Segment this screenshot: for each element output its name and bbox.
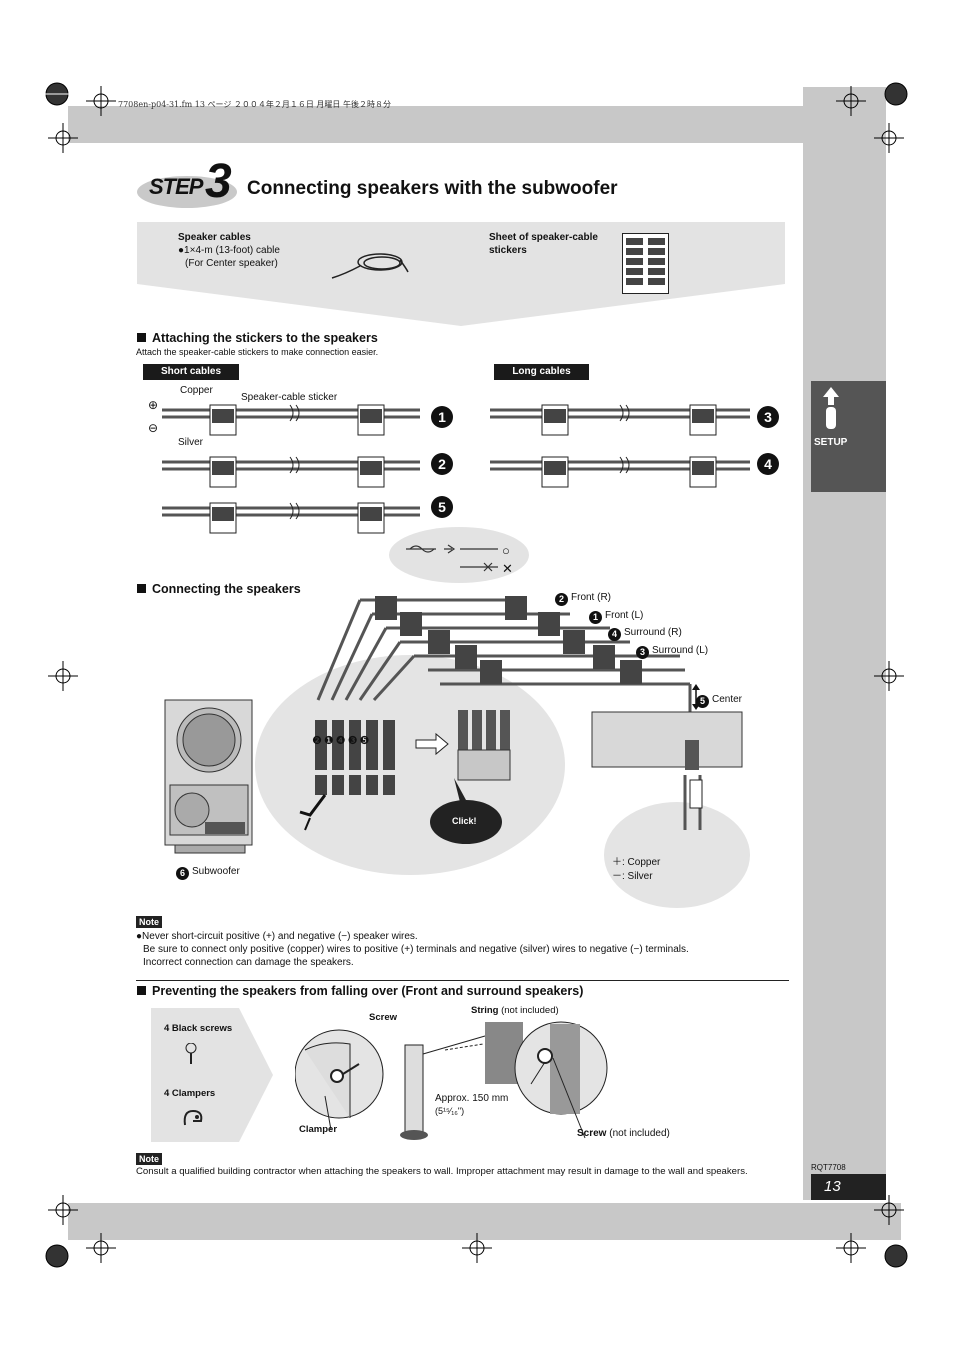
bottom-band — [68, 1203, 901, 1240]
accessories-sheet: Sheet of speaker-cable stickers — [489, 231, 598, 257]
center-text: Center — [712, 694, 743, 705]
long-cables-tag: Long cables — [494, 364, 589, 380]
cables-line2: (For Center speaker) — [185, 258, 278, 269]
approx-inch-label: (5¹⁵⁄₁₆") — [435, 1106, 465, 1116]
bullet-square — [137, 584, 146, 593]
stickers-heading: Attaching the stickers to the speakers — [137, 331, 378, 345]
page-title: Connecting speakers with the subwoofer — [247, 178, 618, 199]
short-cables-tag: Short cables — [143, 364, 239, 380]
sheet-label-1: Sheet of speaker-cable — [489, 232, 598, 243]
twist-wire-bubble — [389, 527, 529, 583]
marker-2: 2 — [431, 453, 453, 475]
file-info: 7708en-p04-31.fm 13 ページ ２００４年２月１６日 月曜日 午… — [118, 100, 391, 109]
step-number: 3 — [205, 155, 232, 208]
note1-line2: Be sure to connect only positive (copper… — [143, 944, 689, 955]
right-band — [803, 87, 886, 1200]
silver-label: Silver — [178, 437, 204, 448]
surround-r-text: Surround (R) — [624, 627, 682, 638]
front-l-text: Front (L) — [605, 610, 644, 621]
setup-icon — [823, 387, 839, 429]
marker-4: 4 — [757, 453, 779, 475]
step-oval — [137, 176, 237, 208]
sticker-cables-illustration — [162, 404, 750, 534]
top-band — [68, 106, 803, 143]
copper-label: Copper — [180, 385, 213, 396]
cables-line1: ●1×4-m (13-foot) cable — [178, 245, 280, 256]
setup-label: SETUP — [814, 437, 848, 448]
note-tag-2: Note — [136, 1153, 162, 1165]
click-label: Click! — [452, 816, 477, 826]
string-label: String (not included) — [471, 1005, 559, 1016]
falling-heading-text: Preventing the speakers from falling ove… — [152, 984, 584, 998]
copper-plus-label: ＋: Copper — [612, 857, 661, 868]
clamper-icon — [183, 1109, 203, 1126]
ng-mark: ✕ — [502, 561, 513, 576]
sticker-label: Speaker-cable sticker — [241, 392, 338, 403]
sheet-label-2: stickers — [489, 245, 527, 256]
black-screws-label: 4 Black screws — [164, 1023, 233, 1034]
surround-r-num: 4 — [608, 628, 621, 641]
string-label-bold: String — [471, 1005, 499, 1016]
clamper-label: Clamper — [299, 1124, 338, 1135]
stickers-heading-text: Attaching the stickers to the speakers — [152, 331, 378, 345]
setup-tab: SETUP — [811, 381, 886, 492]
stickers-description: Attach the speaker-cable stickers to mak… — [136, 347, 379, 357]
clampers-label: 4 Clampers — [164, 1088, 216, 1099]
note1-line1: ●Never short-circuit positive (+) and ne… — [136, 931, 418, 942]
screw-label: Screw — [369, 1012, 397, 1023]
page-number: 13 — [811, 1174, 886, 1200]
note2-text: Consult a qualified building contractor … — [136, 1166, 748, 1177]
bullet-square — [137, 333, 146, 342]
screw2-label-rest: (not included) — [606, 1128, 670, 1139]
approx-label: Approx. 150 mm — [435, 1093, 509, 1104]
reg-mark-tl2 — [86, 86, 116, 116]
wall-mount-diagram — [295, 1021, 608, 1140]
accessories-cables: Speaker cables ●1×4-m (13-foot) cable (F… — [178, 231, 280, 270]
string-label-rest: (not included) — [498, 1005, 559, 1016]
cables-label: Speaker cables — [178, 232, 251, 243]
center-num: 5 — [696, 695, 709, 708]
section-divider — [136, 980, 789, 981]
subwoofer-num: 6 — [176, 867, 189, 880]
front-l-num: 1 — [589, 611, 602, 624]
minus-symbol: ⊖ — [148, 421, 159, 435]
plus-symbol: ⊕ — [148, 398, 159, 412]
surround-l-num: 3 — [636, 646, 649, 659]
note1-line3: Incorrect connection can damage the spea… — [143, 957, 354, 968]
connection-diagram — [164, 596, 750, 908]
front-r-text: Front (R) — [571, 592, 611, 603]
screw2-label: Screw (not included) — [577, 1128, 670, 1139]
subwoofer-text: Subwoofer — [192, 866, 240, 877]
note-tag-1: Note — [136, 916, 162, 928]
falling-heading: Preventing the speakers from falling ove… — [137, 984, 583, 998]
ok-mark: ○ — [502, 543, 510, 558]
step-word: STEP — [149, 174, 203, 199]
surround-l-text: Surround (L) — [652, 645, 709, 656]
front-r-num: 2 — [555, 593, 568, 606]
model-code: RQT7708 — [811, 1163, 846, 1172]
step-heading: STEP 3 Connecting speakers with the subw… — [137, 158, 657, 212]
connecting-heading: Connecting the speakers — [137, 582, 301, 596]
screw-icon — [185, 1043, 197, 1064]
marker-1: 1 — [431, 406, 453, 428]
marker-5: 5 — [431, 496, 453, 518]
connecting-heading-text: Connecting the speakers — [152, 582, 301, 596]
reg-mark-tl — [40, 82, 75, 106]
cable-coil-icon — [331, 253, 409, 279]
terminal-order: ❷❶❹❸❺ — [312, 735, 372, 747]
parts-box-bg — [151, 1008, 273, 1142]
sticker-sheet-icon — [622, 233, 669, 294]
silver-minus-label: －: Silver — [612, 871, 653, 882]
marker-3: 3 — [757, 406, 779, 428]
screw2-label-bold: Screw — [577, 1128, 607, 1139]
bullet-square — [137, 986, 146, 995]
